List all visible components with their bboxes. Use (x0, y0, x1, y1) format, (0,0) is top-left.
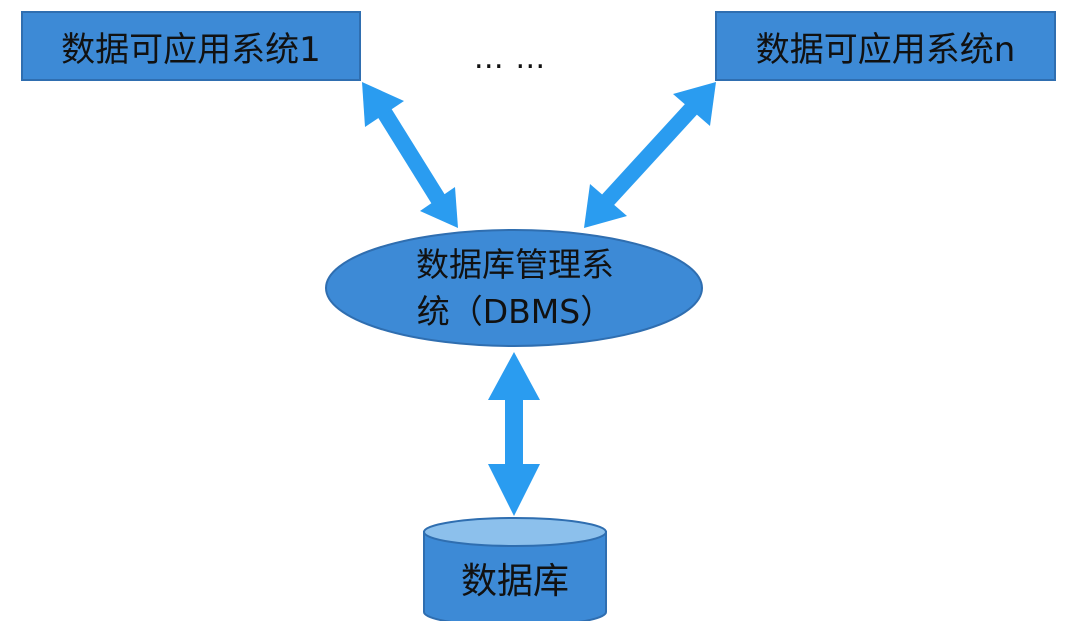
app-system-n-box (715, 11, 1056, 81)
dbms-ellipse (325, 229, 703, 347)
database-cylinder (423, 517, 607, 621)
arrow-dbms-database (488, 352, 540, 516)
app-system-1-box (21, 11, 361, 81)
ellipsis-label: … … (473, 40, 547, 76)
dbms-label-line1: 数据库管理系 (416, 245, 614, 284)
dbms-label: 数据库管理系 统（DBMS） (360, 240, 670, 336)
app-system-1-label: 数据可应用系统1 (61, 29, 321, 70)
arrow-app1-dbms (362, 82, 458, 228)
database-label: 数据库 (460, 561, 569, 602)
app-system-n-label: 数据可应用系统n (755, 29, 1016, 70)
dbms-label-line2: 统（DBMS） (416, 292, 614, 331)
arrow-appn-dbms (584, 82, 716, 228)
